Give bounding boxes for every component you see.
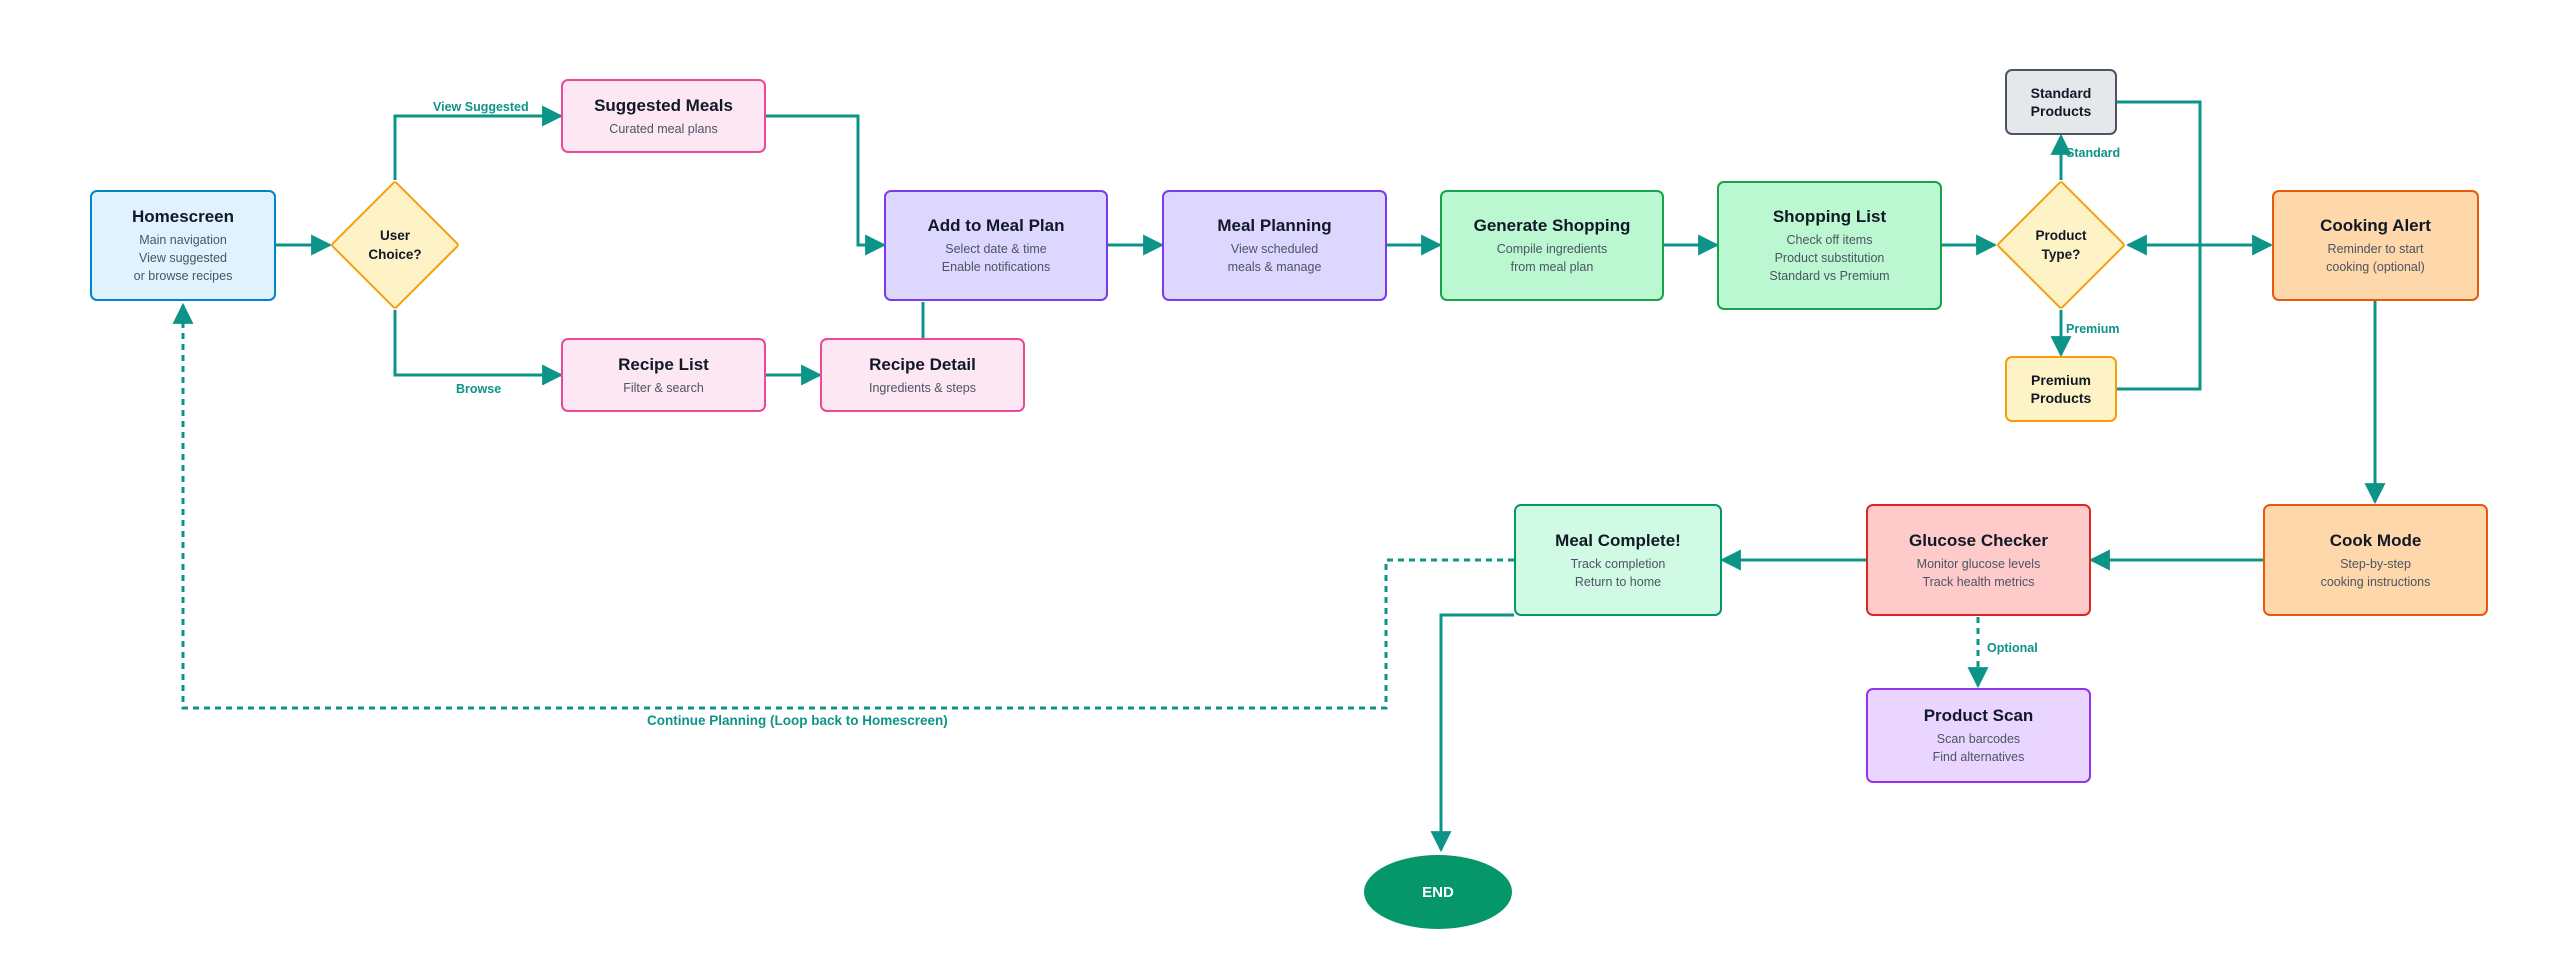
node-description: Filter & search [623,379,704,397]
node-description-line: Select date & time [945,242,1047,256]
node-description-line: Scan barcodes [1936,732,2021,746]
edge-label-optional: Optional [1987,641,2038,655]
node-description-line: Step-by-step [2340,556,2411,571]
node-description-line: cooking instructions [2320,574,2431,589]
node-description-line: Enable notifications [941,260,1051,274]
decision-user-choice[interactable]: User Choice? [329,179,461,311]
node-description: Compile ingredients from meal plan [1497,240,1607,276]
node-title: Meal Complete! [1555,530,1681,550]
node-description-line: View suggested [138,251,228,265]
node-description: Step-by-step cooking instructions [2321,555,2431,591]
node-description-line: Track completion [1570,556,1666,571]
edge-complete-to-end [1430,613,1514,853]
node-title: Cook Mode [2329,530,2422,550]
node-title: Standard Products [2030,85,2092,119]
node-title: Recipe List [618,354,709,374]
edge-label-premium: Premium [2066,322,2120,336]
edge-standard-return [2117,100,2202,245]
node-description-line: Monitor glucose levels [1916,556,2041,571]
node-title: Add to Meal Plan [927,216,1065,235]
node-description-line: Curated meal plans [609,121,718,136]
node-description-line: from meal plan [1510,260,1594,274]
edge-label-view-suggested: View Suggested [433,100,529,114]
node-description-line: meals & manage [1227,260,1322,274]
node-title: Homescreen [131,207,235,226]
node-title: Generate Shopping [1473,216,1631,235]
node-description-line: Check off items [1786,233,1873,247]
edge-loop-back [172,302,1514,710]
node-description-line: View scheduled [1230,242,1319,256]
node-description: Reminder to start cooking (optional) [2326,240,2425,276]
node-description-line: Reminder to start [2327,242,2424,256]
node-title: Cooking Alert [2320,216,2431,235]
node-standard-products[interactable]: Standard Products [2005,69,2117,135]
edge-premium-return [2117,245,2202,391]
node-description-line: Product substitution [1774,251,1885,265]
node-description-line: or browse recipes [133,269,233,283]
edge-label-browse: Browse [456,382,502,396]
node-description-line: Standard vs Premium [1769,269,1890,283]
edge-choice-to-suggested [393,105,564,180]
node-description-line: Compile ingredients [1496,242,1608,256]
decision-product-type-label: Product Type? [2035,228,2087,262]
node-description-line: Track health metrics [1922,574,2035,589]
edge-suggested-to-add [766,114,887,256]
node-title: Glucose Checker [1909,530,2048,550]
node-description-line: Find alternatives [1932,750,2025,764]
node-premium-products[interactable]: Premium Products [2005,356,2117,422]
node-title: Recipe Detail [869,354,976,374]
edge-label-loop-back: Continue Planning (Loop back to Homescre… [647,713,948,728]
decision-user-choice-label: User Choice? [368,228,422,262]
decision-product-type[interactable]: Product Type? [1995,179,2127,311]
node-title: Suggested Meals [594,95,733,115]
node-description: View scheduled meals & manage [1228,240,1322,276]
node-description-line: Main navigation [139,233,227,247]
node-title: Shopping List [1772,207,1887,226]
node-description-line: cooking (optional) [2326,260,2425,274]
edge-label-standard: Standard [2066,146,2121,160]
node-description: Curated meal plans [609,120,717,138]
node-description-line: Return to home [1574,574,1662,589]
node-end[interactable]: END [1364,855,1512,929]
node-description-line: Ingredients & steps [868,380,976,395]
edge-choice-to-recipe-list [393,310,564,386]
node-title: Meal Planning [1217,216,1332,235]
node-description-line: Filter & search [623,380,704,395]
node-title: Premium Products [2030,372,2092,406]
node-description: Ingredients & steps [869,379,976,397]
node-title: Product Scan [1923,706,2034,725]
